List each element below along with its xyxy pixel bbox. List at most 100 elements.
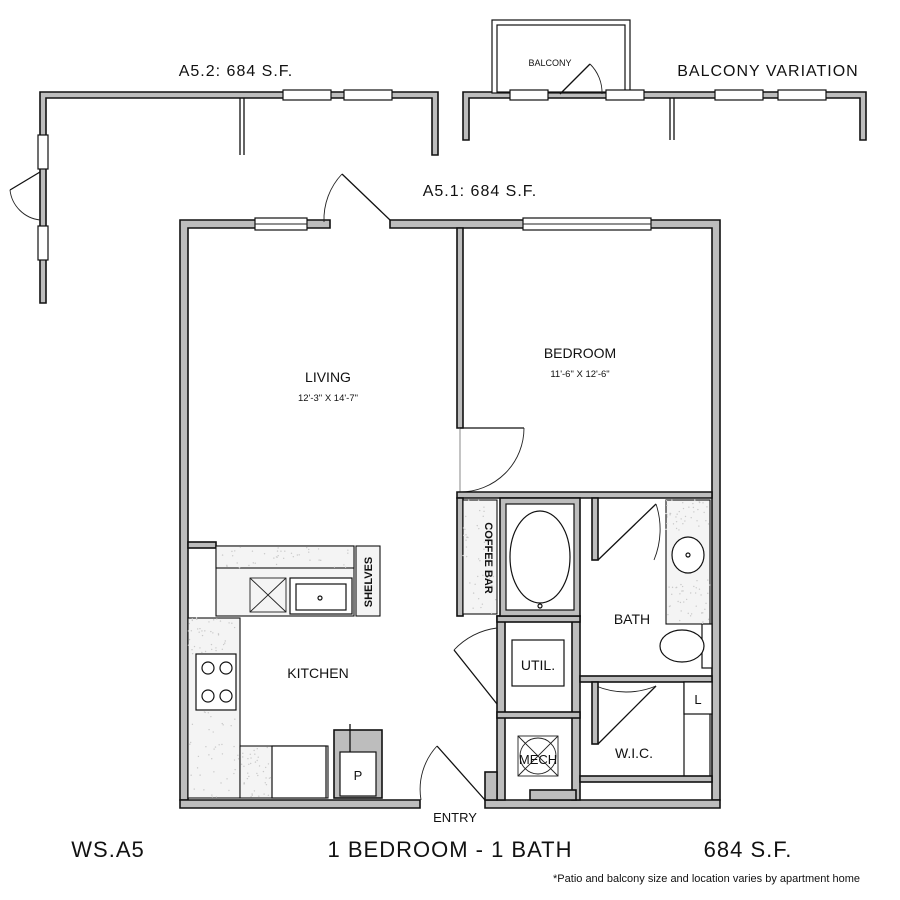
counter-texture-speck	[494, 598, 497, 601]
counter-texture-speck	[477, 575, 479, 578]
counter-texture-speck	[217, 633, 220, 635]
counter-texture-speck	[483, 541, 486, 543]
counter-texture-speck	[230, 724, 232, 727]
counter-texture-speck	[188, 622, 190, 625]
counter-texture-speck	[248, 564, 250, 567]
counter-texture-speck	[253, 749, 255, 752]
a52-door-leaf	[9, 171, 41, 191]
counter-texture-speck	[472, 607, 474, 609]
counter-texture-speck	[213, 771, 215, 773]
counter-texture-speck	[697, 508, 699, 511]
kitchen-upper-wall	[187, 541, 217, 549]
counter-texture-speck	[205, 746, 207, 748]
counter-texture-speck	[479, 560, 481, 562]
counter-texture-speck	[248, 775, 250, 778]
counter-texture-speck	[226, 778, 228, 780]
counter-texture-speck	[472, 592, 475, 594]
counter-texture-speck	[694, 499, 696, 501]
counter-texture-speck	[250, 757, 252, 759]
counter-texture-speck	[253, 790, 256, 792]
counter-texture-speck	[247, 772, 249, 774]
counter-texture-speck	[238, 566, 241, 569]
counter-texture-speck	[679, 601, 682, 604]
counter-texture-speck	[682, 502, 684, 504]
counter-texture-speck	[308, 551, 310, 553]
counter-texture-speck	[465, 515, 467, 518]
wic-door-swing	[595, 685, 657, 693]
counter-texture-speck	[679, 619, 681, 622]
unit-area: 684 S.F.	[704, 837, 793, 862]
kitchen-dishwasher	[249, 577, 287, 613]
counter-texture-speck	[217, 634, 220, 636]
counter-texture-speck	[467, 499, 470, 502]
toilet-bowl	[659, 629, 705, 663]
counter-texture-speck	[309, 559, 311, 561]
patio-door-swing	[323, 173, 343, 223]
counter-texture-speck	[666, 514, 668, 516]
counter-texture-speck	[333, 566, 336, 569]
counter-texture-speck	[708, 584, 711, 586]
counter-texture-speck	[482, 515, 484, 518]
counter-texture-speck	[464, 528, 466, 530]
counter-texture-speck	[226, 564, 228, 567]
counter-texture-speck	[704, 608, 706, 610]
counter-texture-speck	[298, 554, 300, 556]
util-mech-wall-left	[496, 615, 506, 801]
counter-texture-speck	[196, 628, 199, 630]
counter-texture-speck	[199, 774, 201, 776]
counter-texture-speck	[693, 585, 695, 588]
counter-texture-speck	[196, 767, 199, 769]
counter-texture-speck	[672, 523, 675, 525]
counter-texture-speck	[700, 594, 702, 596]
counter-texture-speck	[263, 793, 265, 795]
counter-texture-speck	[685, 598, 688, 601]
counter-texture-speck	[465, 555, 468, 558]
wic-label: W.I.C.	[615, 745, 653, 761]
footnote: *Patio and balcony size and location var…	[553, 873, 860, 885]
bathtub-basin	[509, 510, 571, 604]
counter-texture-speck	[203, 789, 205, 791]
counter-texture-speck	[212, 619, 215, 621]
counter-texture-speck	[187, 644, 190, 646]
counter-texture-speck	[690, 592, 692, 594]
counter-texture-speck	[702, 621, 704, 623]
counter-texture-speck	[216, 618, 218, 620]
counter-texture-speck	[250, 796, 252, 798]
counter-texture-speck	[265, 777, 267, 779]
counter-texture-speck	[700, 612, 703, 614]
counter-texture-speck	[306, 546, 308, 549]
counter-texture-speck	[252, 562, 255, 564]
counter-texture-speck	[477, 597, 480, 600]
bath-label: BATH	[614, 611, 650, 627]
counter-texture-speck	[477, 499, 480, 502]
counter-texture-speck	[196, 618, 198, 621]
entry-door-swing	[419, 745, 438, 801]
counter-texture-speck	[681, 590, 683, 592]
counter-texture-speck	[191, 618, 193, 620]
counter-texture-speck	[201, 634, 204, 637]
counter-texture-speck	[474, 583, 476, 586]
counter-texture-speck	[208, 621, 210, 623]
counter-texture-speck	[264, 782, 266, 784]
counter-texture-speck	[201, 630, 203, 632]
counter-texture-speck	[218, 744, 220, 746]
counter-texture-speck	[347, 552, 349, 554]
counter-texture-speck	[193, 788, 195, 790]
counter-texture-speck	[221, 554, 224, 556]
counter-texture-speck	[247, 757, 249, 760]
counter-texture-speck	[695, 605, 697, 607]
counter-texture-speck	[240, 763, 243, 765]
counter-texture-speck	[193, 645, 196, 648]
counter-texture-speck	[482, 574, 484, 577]
counter-texture-speck	[257, 774, 259, 777]
closet-bottom-wall	[529, 789, 577, 801]
living-room-dims: 12'-3" X 14'-7"	[298, 393, 358, 404]
counter-texture-speck	[677, 600, 679, 603]
counter-texture-speck	[694, 592, 697, 594]
counter-texture-speck	[222, 724, 224, 726]
bedroom-bottom-wall	[456, 491, 713, 499]
counter-texture-speck	[189, 743, 191, 745]
counter-texture-speck	[237, 758, 240, 760]
bedroom-dims: 11'-6" X 12'-6"	[550, 369, 609, 380]
counter-texture-speck	[257, 756, 259, 758]
